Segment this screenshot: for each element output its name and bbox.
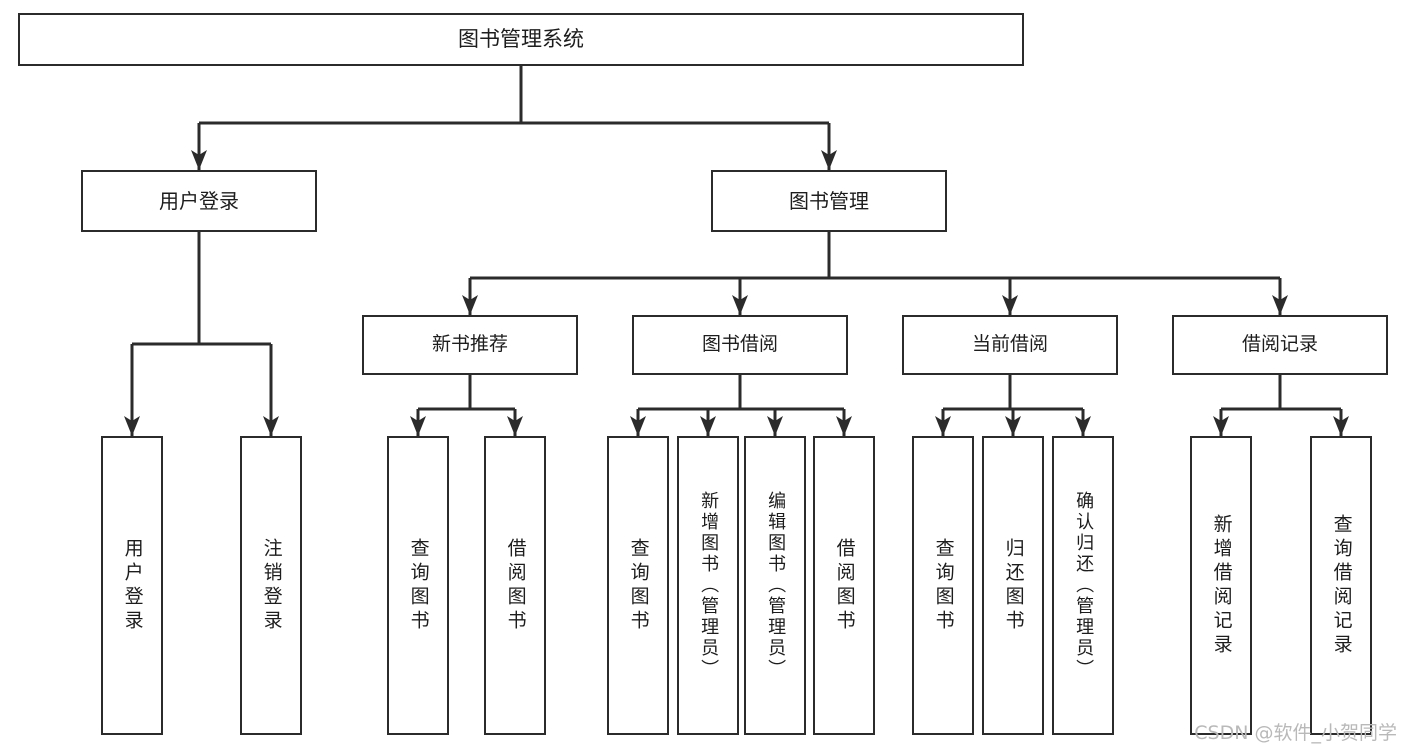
watermark-label: CSDN @软件_小贺同学	[1194, 722, 1397, 744]
node-label: 当前借阅	[971, 333, 1048, 356]
root-node-root[interactable]: 图书管理系统	[18, 13, 1024, 66]
leaf-node-leaf-bb-borrow[interactable]: 借阅图书	[813, 436, 875, 735]
node-label: 新书推荐	[431, 333, 508, 356]
node-label: 归还图书	[1002, 537, 1025, 634]
sub-node-book-borrow[interactable]: 图书借阅	[632, 315, 848, 375]
leaf-node-leaf-user-login[interactable]: 用户登录	[101, 436, 163, 735]
leaf-node-leaf-rec-borrow[interactable]: 借阅图书	[484, 436, 546, 735]
node-label: 用户登录	[159, 188, 239, 213]
node-label: 图书管理系统	[458, 26, 584, 51]
node-label: 查询图书	[932, 537, 955, 634]
leaf-node-leaf-bb-add[interactable]: 新增图书（管理员）	[677, 436, 739, 735]
sub-node-borrow-record[interactable]: 借阅记录	[1172, 315, 1388, 375]
leaf-node-leaf-cb-return[interactable]: 归还图书	[982, 436, 1044, 735]
node-label: 借阅图书	[833, 537, 856, 634]
node-label: 图书借阅	[701, 333, 778, 356]
node-label: 借阅图书	[504, 537, 527, 634]
leaf-node-leaf-rec-query[interactable]: 查询图书	[387, 436, 449, 735]
branch-node-user-login[interactable]: 用户登录	[81, 170, 317, 232]
node-label: 注销登录	[260, 537, 283, 634]
leaf-node-leaf-bb-query[interactable]: 查询图书	[607, 436, 669, 735]
node-label: 图书管理	[789, 188, 869, 213]
node-label: 查询借阅记录	[1330, 513, 1353, 658]
node-label: 查询图书	[627, 537, 650, 634]
leaf-node-leaf-logout[interactable]: 注销登录	[240, 436, 302, 735]
node-label: 确认归还（管理员）	[1073, 491, 1095, 680]
leaf-node-leaf-bb-edit[interactable]: 编辑图书（管理员）	[744, 436, 806, 735]
branch-node-book-manage[interactable]: 图书管理	[711, 170, 947, 232]
leaf-node-leaf-cb-query[interactable]: 查询图书	[912, 436, 974, 735]
sub-node-current-borrow[interactable]: 当前借阅	[902, 315, 1118, 375]
leaf-node-leaf-cb-confirm[interactable]: 确认归还（管理员）	[1052, 436, 1114, 735]
sub-node-new-book-rec[interactable]: 新书推荐	[362, 315, 578, 375]
node-label: 新增图书（管理员）	[698, 491, 720, 680]
leaf-node-leaf-br-query[interactable]: 查询借阅记录	[1310, 436, 1372, 735]
node-label: 用户登录	[121, 537, 144, 634]
node-label: 借阅记录	[1241, 333, 1318, 356]
node-label: 查询图书	[407, 537, 430, 634]
node-label: 新增借阅记录	[1210, 513, 1233, 658]
node-label: 编辑图书（管理员）	[765, 491, 787, 680]
leaf-node-leaf-br-add[interactable]: 新增借阅记录	[1190, 436, 1252, 735]
